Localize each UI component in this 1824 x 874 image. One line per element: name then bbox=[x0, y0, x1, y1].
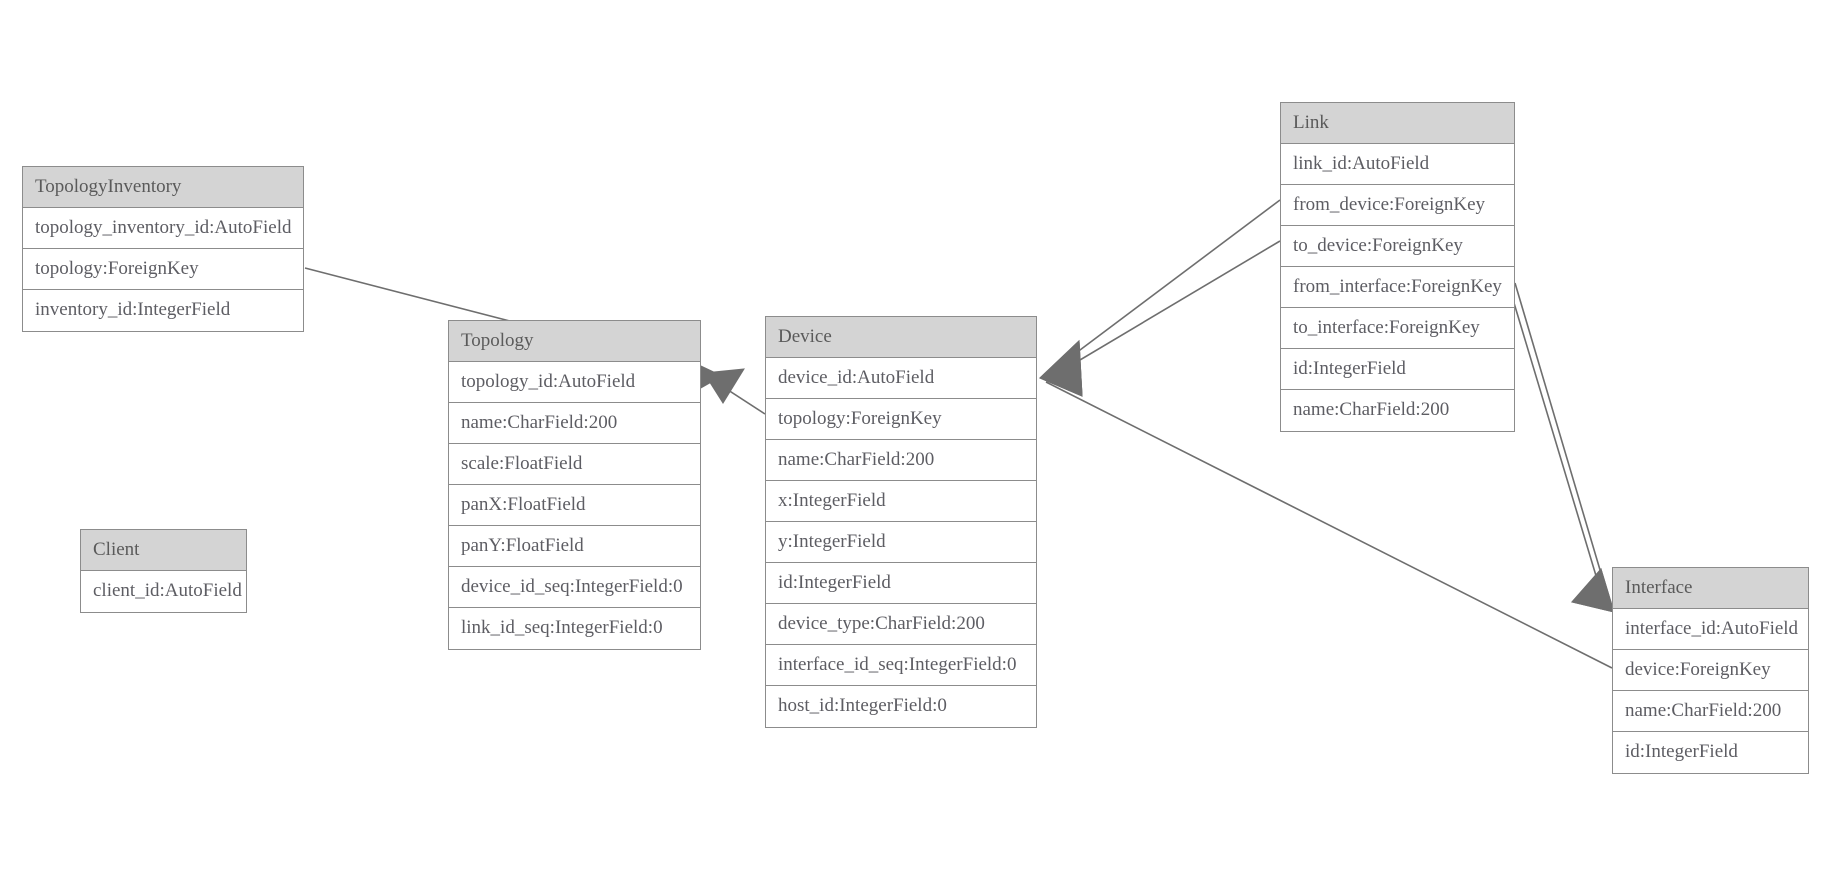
entity-field-row[interactable]: name:CharField:200 bbox=[1613, 691, 1808, 732]
relationship-arrowhead-icon bbox=[703, 368, 745, 404]
entity-field-row[interactable]: name:CharField:200 bbox=[449, 403, 700, 444]
entity-field-row[interactable]: topology_inventory_id:AutoField bbox=[23, 208, 303, 249]
entity-field-row[interactable]: interface_id_seq:IntegerField:0 bbox=[766, 645, 1036, 686]
entity-field-row[interactable]: topology_id:AutoField bbox=[449, 362, 700, 403]
entity-field-row[interactable]: device_id:AutoField bbox=[766, 358, 1036, 399]
rel-device-topology bbox=[703, 368, 766, 415]
entity-field-row[interactable]: x:IntegerField bbox=[766, 481, 1036, 522]
entity-field-row[interactable]: panX:FloatField bbox=[449, 485, 700, 526]
relationship-line bbox=[1047, 199, 1281, 375]
entity-field-row[interactable]: id:IntegerField bbox=[766, 563, 1036, 604]
entity-field-row[interactable]: to_interface:ForeignKey bbox=[1281, 308, 1514, 349]
entity-field-row[interactable]: name:CharField:200 bbox=[1281, 390, 1514, 431]
entity-field-row[interactable]: interface_id:AutoField bbox=[1613, 609, 1808, 650]
relationship-line bbox=[1514, 282, 1612, 608]
entity-title-link: Link bbox=[1281, 103, 1514, 144]
relationship-line bbox=[707, 376, 766, 415]
relationship-arrowhead-icon bbox=[1039, 339, 1083, 397]
relationship-line bbox=[1047, 240, 1281, 380]
entity-field-row[interactable]: topology:ForeignKey bbox=[766, 399, 1036, 440]
entity-field-row[interactable]: to_device:ForeignKey bbox=[1281, 226, 1514, 267]
entity-field-row[interactable]: id:IntegerField bbox=[1281, 349, 1514, 390]
entity-field-row[interactable]: id:IntegerField bbox=[1613, 732, 1808, 773]
entity-field-row[interactable]: name:CharField:200 bbox=[766, 440, 1036, 481]
entity-field-row[interactable]: device:ForeignKey bbox=[1613, 650, 1808, 691]
rel-link-frominterface-interface bbox=[1514, 282, 1615, 613]
entity-field-row[interactable]: inventory_id:IntegerField bbox=[23, 290, 303, 331]
rel-link-tointerface-interface bbox=[1507, 282, 1615, 613]
relationship-arrowhead-icon bbox=[1039, 339, 1083, 397]
relationship-line bbox=[1507, 282, 1607, 610]
entity-field-row[interactable]: device_type:CharField:200 bbox=[766, 604, 1036, 645]
entity-field-row[interactable]: topology:ForeignKey bbox=[23, 249, 303, 290]
entity-field-row[interactable]: panY:FloatField bbox=[449, 526, 700, 567]
relationship-arrowhead-icon bbox=[1039, 339, 1083, 397]
entity-title-device: Device bbox=[766, 317, 1036, 358]
relationship-arrowhead-icon bbox=[1571, 567, 1615, 613]
entity-field-row[interactable]: link_id_seq:IntegerField:0 bbox=[449, 608, 700, 649]
entity-field-row[interactable]: link_id:AutoField bbox=[1281, 144, 1514, 185]
rel-link-todevice-device bbox=[1039, 240, 1281, 397]
entity-field-row[interactable]: host_id:IntegerField:0 bbox=[766, 686, 1036, 727]
entity-field-row[interactable]: device_id_seq:IntegerField:0 bbox=[449, 567, 700, 608]
rel-link-fromdevice-device bbox=[1039, 199, 1281, 397]
entity-field-row[interactable]: scale:FloatField bbox=[449, 444, 700, 485]
entity-title-client: Client bbox=[81, 530, 246, 571]
entity-field-row[interactable]: from_device:ForeignKey bbox=[1281, 185, 1514, 226]
entity-title-topology: Topology bbox=[449, 321, 700, 362]
entity-title-topology_inventory: TopologyInventory bbox=[23, 167, 303, 208]
entity-title-interface: Interface bbox=[1613, 568, 1808, 609]
entity-field-row[interactable]: from_interface:ForeignKey bbox=[1281, 267, 1514, 308]
relationship-arrowhead-icon bbox=[1571, 567, 1615, 613]
entity-field-row[interactable]: client_id:AutoField bbox=[81, 571, 246, 612]
entity-field-row[interactable]: y:IntegerField bbox=[766, 522, 1036, 563]
